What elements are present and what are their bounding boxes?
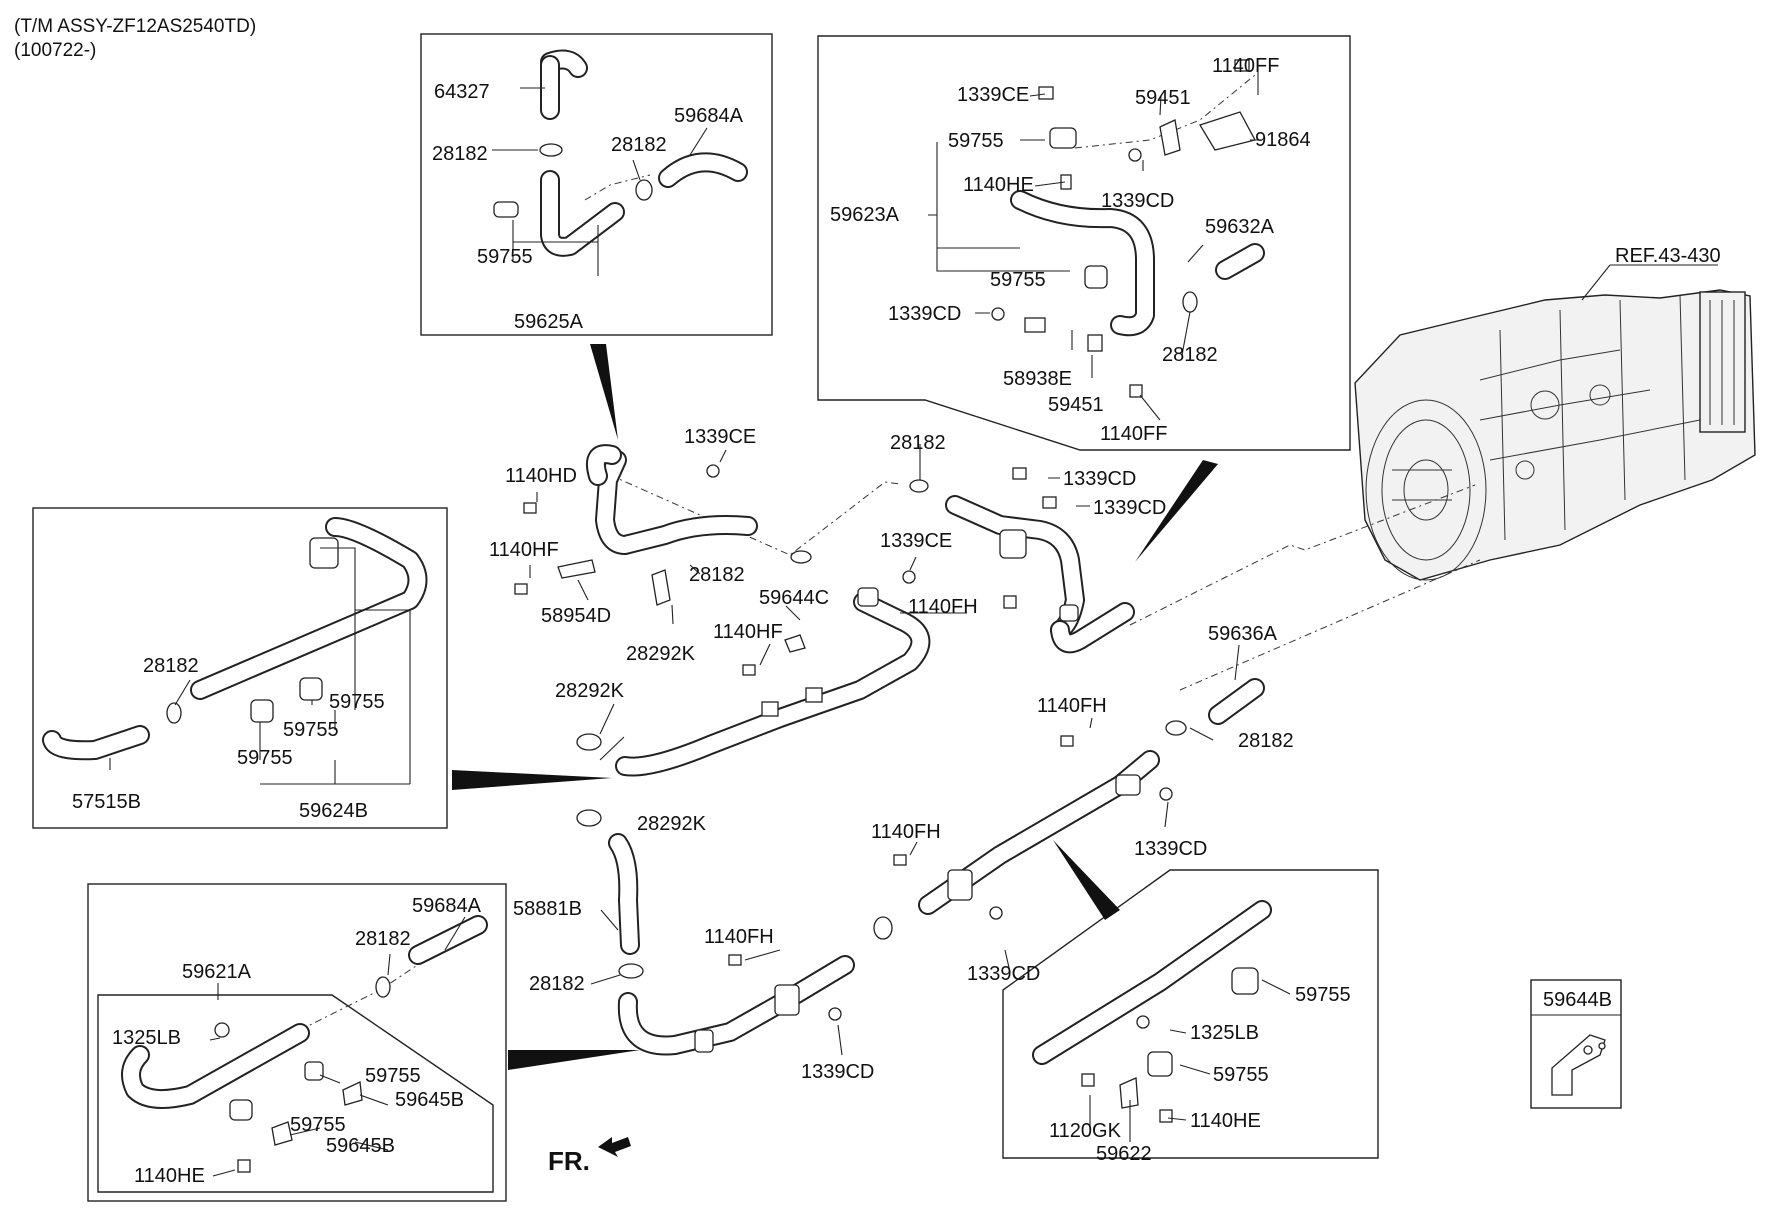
label-1140FH: 1140FH: [871, 821, 941, 843]
inset-box-top-right: [817, 35, 1351, 451]
label-1140FH: 1140FH: [908, 596, 978, 618]
label-28292K: 28292K: [555, 680, 625, 702]
label-1140FF: 1140FF: [1100, 423, 1167, 445]
assembly-title: (T/M ASSY-ZF12AS2540TD): [14, 16, 256, 37]
label-1140HD: 1140HD: [505, 465, 577, 487]
callout-wedge-top-right: [1135, 460, 1218, 562]
inset-box-59644B: [1530, 979, 1622, 1109]
label-1140HF: 1140HF: [489, 539, 559, 561]
label-1140FH: 1140FH: [1037, 695, 1107, 717]
ref-leader: [1581, 264, 1611, 301]
label-59755: 59755: [237, 747, 293, 769]
label-1339CD: 1339CD: [888, 303, 961, 325]
label-28292K: 28292K: [626, 643, 696, 665]
label-58881B: 58881B: [513, 898, 582, 920]
label-28182: 28182: [689, 564, 745, 586]
callout-wedge-bottom-right: [1053, 840, 1120, 920]
labels-left-inset: 28182 59755 59755 59755 57515B 59624B: [72, 655, 385, 822]
label-28182: 28182: [611, 134, 667, 156]
label-59755: 59755: [290, 1114, 346, 1136]
inset-subbox-59621A: [97, 994, 494, 1193]
label-59621A: 59621A: [182, 961, 252, 983]
label-1339CD: 1339CD: [801, 1061, 874, 1083]
callout-wedge-left: [452, 770, 612, 790]
label-1140FF: 1140FF: [1212, 55, 1279, 77]
inset-box-bottom-right: [1002, 869, 1379, 1159]
label-59644B: 59644B: [1543, 989, 1612, 1011]
label-59755: 59755: [948, 130, 1004, 152]
label-1120GK: 1120GK: [1049, 1120, 1122, 1142]
label-64327: 64327: [434, 81, 490, 103]
label-59451: 59451: [1135, 87, 1191, 109]
label-59624B: 59624B: [299, 800, 368, 822]
label-58954D: 58954D: [541, 605, 611, 627]
label-59684A: 59684A: [412, 895, 482, 917]
label-91864: 91864: [1255, 129, 1311, 151]
labels-bottom-right-inset: 59755 1325LB 59755 1140HE 1120GK 59622: [1049, 984, 1351, 1165]
label-1339CD: 1339CD: [1101, 190, 1174, 212]
label-1140HE: 1140HE: [1190, 1110, 1261, 1132]
label-59755: 59755: [477, 246, 533, 268]
ref-label: REF.43-430: [1615, 245, 1721, 267]
leader-lines: [109, 67, 1291, 1177]
label-28182: 28182: [890, 432, 946, 454]
label-28292K: 28292K: [637, 813, 707, 835]
label-59755: 59755: [990, 269, 1046, 291]
label-1339CD: 1339CD: [1063, 468, 1136, 490]
label-59755: 59755: [365, 1065, 421, 1087]
label-1339CD: 1339CD: [1134, 838, 1207, 860]
label-59623A: 59623A: [830, 204, 900, 226]
label-1339CD: 1339CD: [1093, 497, 1166, 519]
label-28182: 28182: [432, 143, 488, 165]
callout-wedge-top-left: [590, 344, 618, 440]
label-1339CE: 1339CE: [880, 530, 952, 552]
fastener-group: [166, 59, 1606, 1173]
transmission-gearbox: [1354, 289, 1756, 581]
label-28182: 28182: [1238, 730, 1294, 752]
callout-wedge-bottom-left: [508, 1050, 640, 1070]
front-direction-arrow-icon: [598, 1137, 631, 1157]
label-1325LB: 1325LB: [1190, 1022, 1259, 1044]
labels-bottom-left-inset: 59684A 28182 59621A 1325LB 59755 59645B …: [112, 895, 482, 1187]
label-1339CE: 1339CE: [957, 84, 1029, 106]
label-59645B: 59645B: [326, 1135, 395, 1157]
label-1140HF: 1140HF: [713, 621, 783, 643]
label-28182: 28182: [529, 973, 585, 995]
label-57515B: 57515B: [72, 791, 141, 813]
label-59755: 59755: [1295, 984, 1351, 1006]
label-28182: 28182: [143, 655, 199, 677]
label-1339CE: 1339CE: [684, 426, 756, 448]
label-1140HE: 1140HE: [134, 1165, 205, 1187]
centerline-upper: [609, 474, 1476, 626]
assembly-date-range: (100722-): [14, 40, 96, 61]
label-59684A: 59684A: [674, 105, 744, 127]
inset-box-left: [32, 507, 448, 829]
labels-top-left-inset: 64327 28182 28182 59684A 59755 59625A: [432, 81, 744, 333]
label-1325LB: 1325LB: [112, 1027, 181, 1049]
label-59625A: 59625A: [514, 311, 584, 333]
label-59644C: 59644C: [759, 587, 829, 609]
label-28182: 28182: [355, 928, 411, 950]
label-1140HE: 1140HE: [963, 174, 1034, 196]
label-59755: 59755: [1213, 1064, 1269, 1086]
label-28182: 28182: [1162, 344, 1218, 366]
centerline-top-left-inset: [584, 174, 651, 201]
inset-box-top-left: [420, 33, 773, 336]
centerline-lower: [1179, 559, 1481, 691]
inset-box-bottom-left: [87, 883, 507, 1202]
label-1140FH: 1140FH: [704, 926, 774, 948]
label-59755: 59755: [283, 719, 339, 741]
label-59645B: 59645B: [395, 1089, 464, 1111]
label-59755: 59755: [329, 691, 385, 713]
labels-main: 1339CE 1140HD 1140HF 58954D 28292K 28182…: [489, 426, 1294, 1083]
front-direction-label: FR.: [548, 1146, 590, 1176]
label-59636A: 59636A: [1208, 623, 1278, 645]
label-59622: 59622: [1096, 1143, 1152, 1165]
labels-top-right-inset: 1339CE 59451 1140FF 59755 91864 1140HE 1…: [830, 55, 1311, 445]
label-59451: 59451: [1048, 394, 1104, 416]
label-1339CD: 1339CD: [967, 963, 1040, 985]
label-59632A: 59632A: [1205, 216, 1275, 238]
label-58938E: 58938E: [1003, 368, 1072, 390]
